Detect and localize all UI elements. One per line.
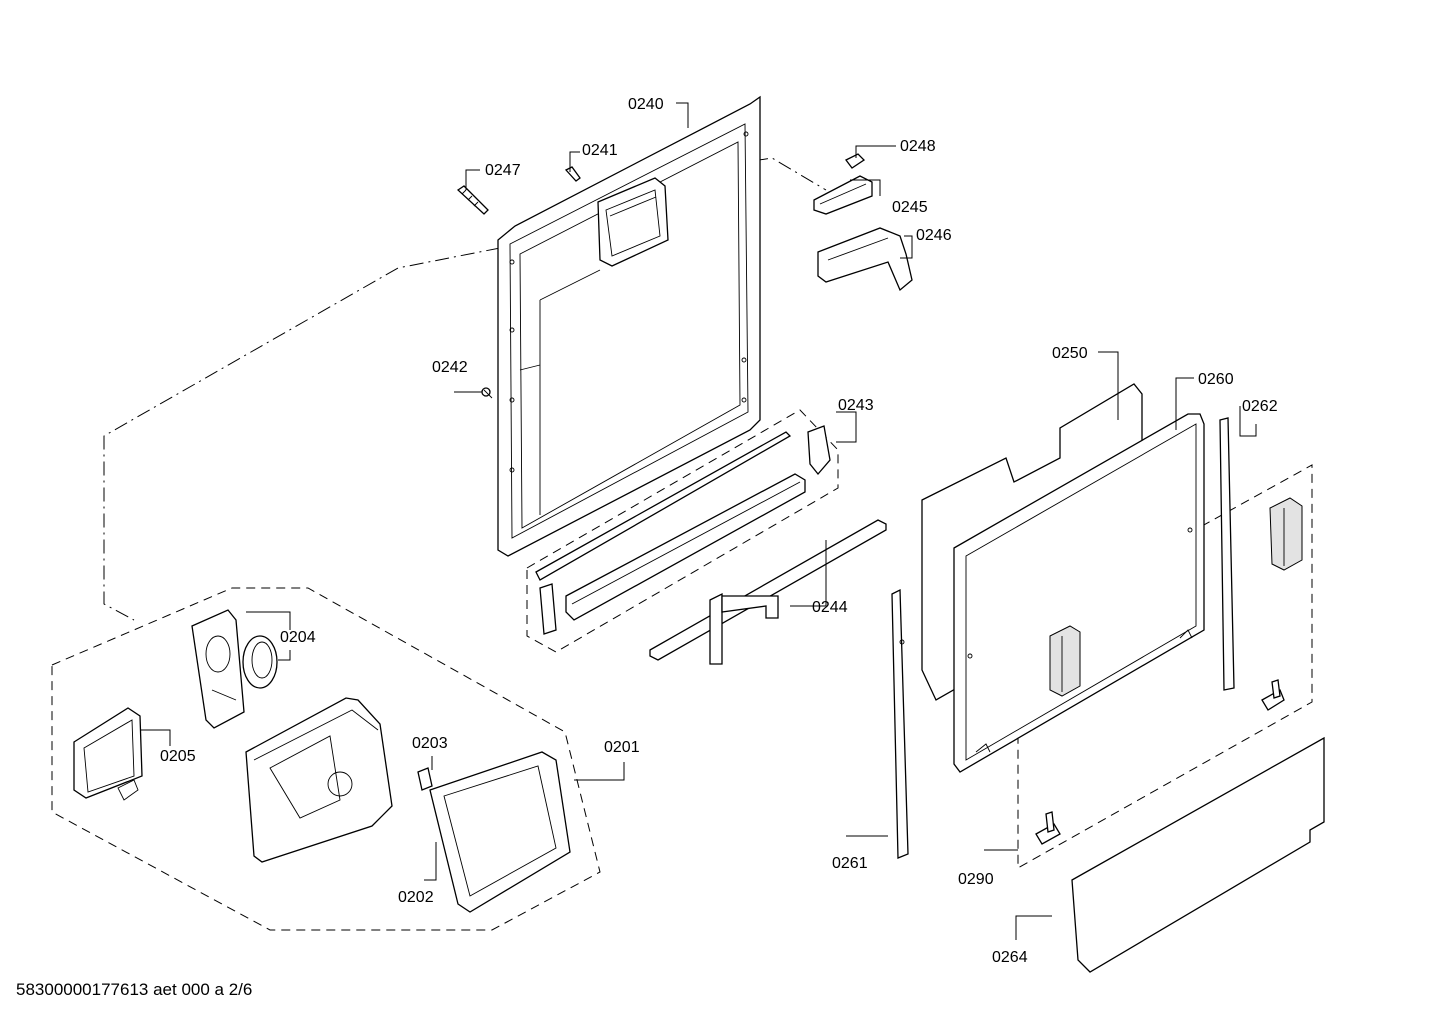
screw-0242 [481, 387, 493, 399]
part-label-0248: 0248 [900, 138, 936, 155]
part-label-0264: 0264 [992, 949, 1028, 966]
bracket-foot-upper [1261, 679, 1285, 711]
leader-lines [140, 102, 1257, 940]
part-label-0202: 0202 [398, 889, 434, 906]
bracket-pad-middle [1049, 625, 1081, 697]
hinge-group-outline [526, 409, 839, 653]
bracket-pad-upper [1269, 497, 1303, 571]
part-label-0243: 0243 [838, 397, 874, 414]
screw-0247 [456, 185, 489, 215]
door-inner-panel [497, 95, 761, 557]
part-label-0203: 0203 [412, 735, 448, 752]
part-label-0261: 0261 [832, 855, 868, 872]
control-assembly-outline [51, 587, 601, 931]
side-strip-0261 [891, 588, 909, 859]
latch-0245 [813, 175, 873, 215]
part-label-0204: 0204 [280, 629, 316, 646]
display-ring-0204 [242, 635, 278, 689]
dashdot-connector [103, 247, 501, 621]
part-label-0260: 0260 [1198, 371, 1234, 388]
part-label-0250: 0250 [1052, 345, 1088, 362]
part-label-0241: 0241 [582, 142, 618, 159]
actuator-0203 [417, 767, 433, 791]
kick-plate-0264 [1071, 736, 1325, 973]
screw-0241 [564, 166, 581, 182]
side-strip-0262 [1219, 417, 1235, 691]
door-panel-0260 [953, 413, 1205, 773]
bracket-foot-lower [1035, 811, 1061, 845]
part-label-0244: 0244 [812, 599, 848, 616]
latch-bracket-0246 [817, 227, 913, 292]
part-label-0245: 0245 [892, 199, 928, 216]
part-label-0246: 0246 [916, 227, 952, 244]
part-labels: 0240 0241 0247 0248 0245 0246 0242 0243 … [160, 96, 1278, 966]
seal-frame-0202 [429, 751, 571, 913]
part-label-0240: 0240 [628, 96, 664, 113]
display-frame-0204 [191, 609, 245, 729]
part-label-0290: 0290 [958, 871, 994, 888]
part-label-0262: 0262 [1242, 398, 1278, 415]
part-label-0205: 0205 [160, 748, 196, 765]
bracket-group-outline [1017, 464, 1313, 869]
part-label-0201: 0201 [604, 739, 640, 756]
control-module-0205 [73, 707, 143, 801]
hinge-bar-0244 [649, 519, 887, 665]
hinge-group-0243 [535, 425, 831, 635]
part-label-0247: 0247 [485, 162, 521, 179]
document-id: 58300000177613 aet 000 a 2/6 [16, 980, 253, 999]
latch-clip-0248 [845, 153, 866, 169]
part-label-0242: 0242 [432, 359, 468, 376]
control-housing [245, 697, 393, 863]
